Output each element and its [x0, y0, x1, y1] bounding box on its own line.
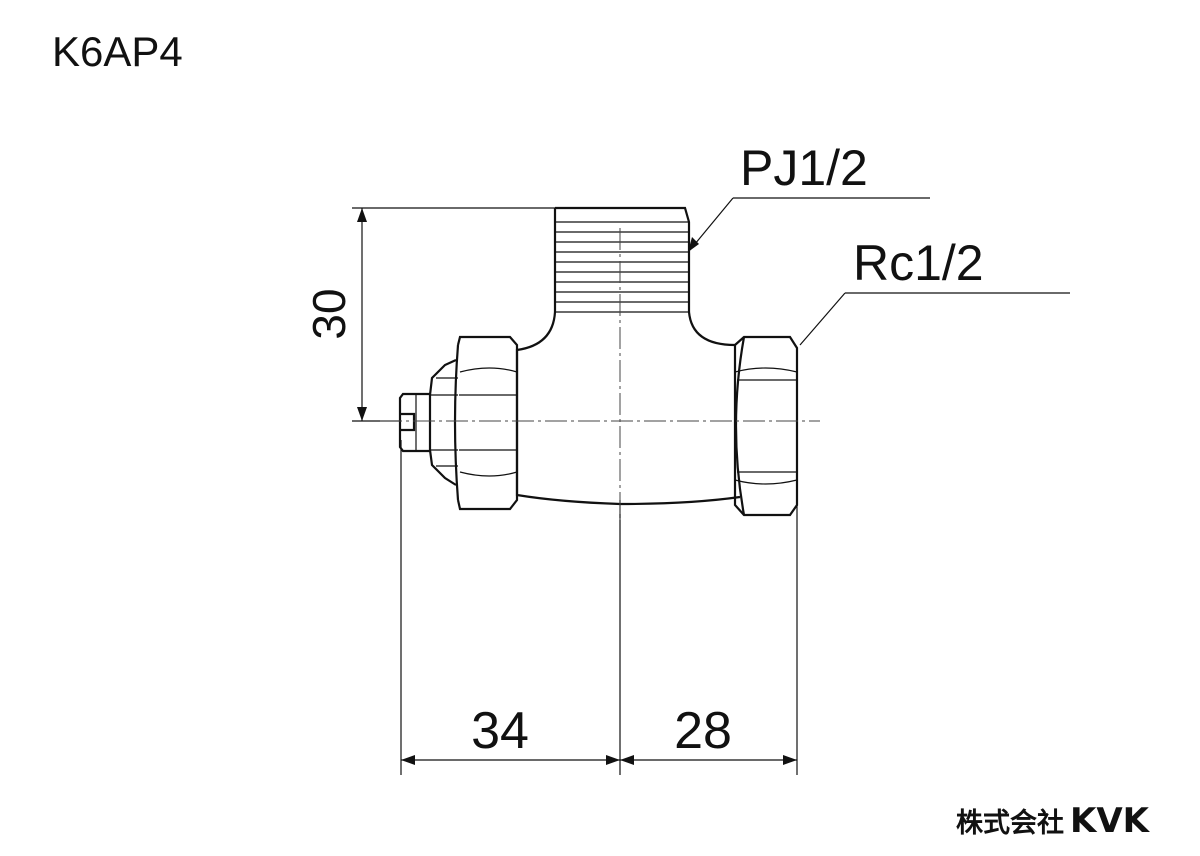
- right-hex-nut: [733, 335, 799, 517]
- top-thread-callout: PJ1/2: [688, 140, 930, 252]
- side-thread-callout: Rc1/2: [799, 235, 1070, 346]
- model-code: K6AP4: [52, 28, 183, 75]
- tee-valve-body: [398, 206, 799, 517]
- brand-kvk-logo: KVK: [1070, 801, 1151, 841]
- side-thread-label: Rc1/2: [853, 235, 984, 291]
- width-dimension: 34 28: [400, 440, 798, 775]
- brand-company-jp: 株式会社: [956, 807, 1064, 839]
- slotted-spindle: [398, 392, 430, 453]
- top-thread-label: PJ1/2: [740, 140, 868, 196]
- left-hex-nut: [453, 335, 519, 511]
- top-threaded-spigot: [553, 206, 691, 313]
- left-width-label: 34: [471, 702, 529, 760]
- brand-logo: 株式会社 KVK: [956, 801, 1151, 841]
- height-dimension-label: 30: [303, 288, 355, 339]
- height-dimension: 30: [303, 207, 560, 422]
- left-cap: [428, 358, 458, 486]
- right-width-label: 28: [674, 702, 732, 760]
